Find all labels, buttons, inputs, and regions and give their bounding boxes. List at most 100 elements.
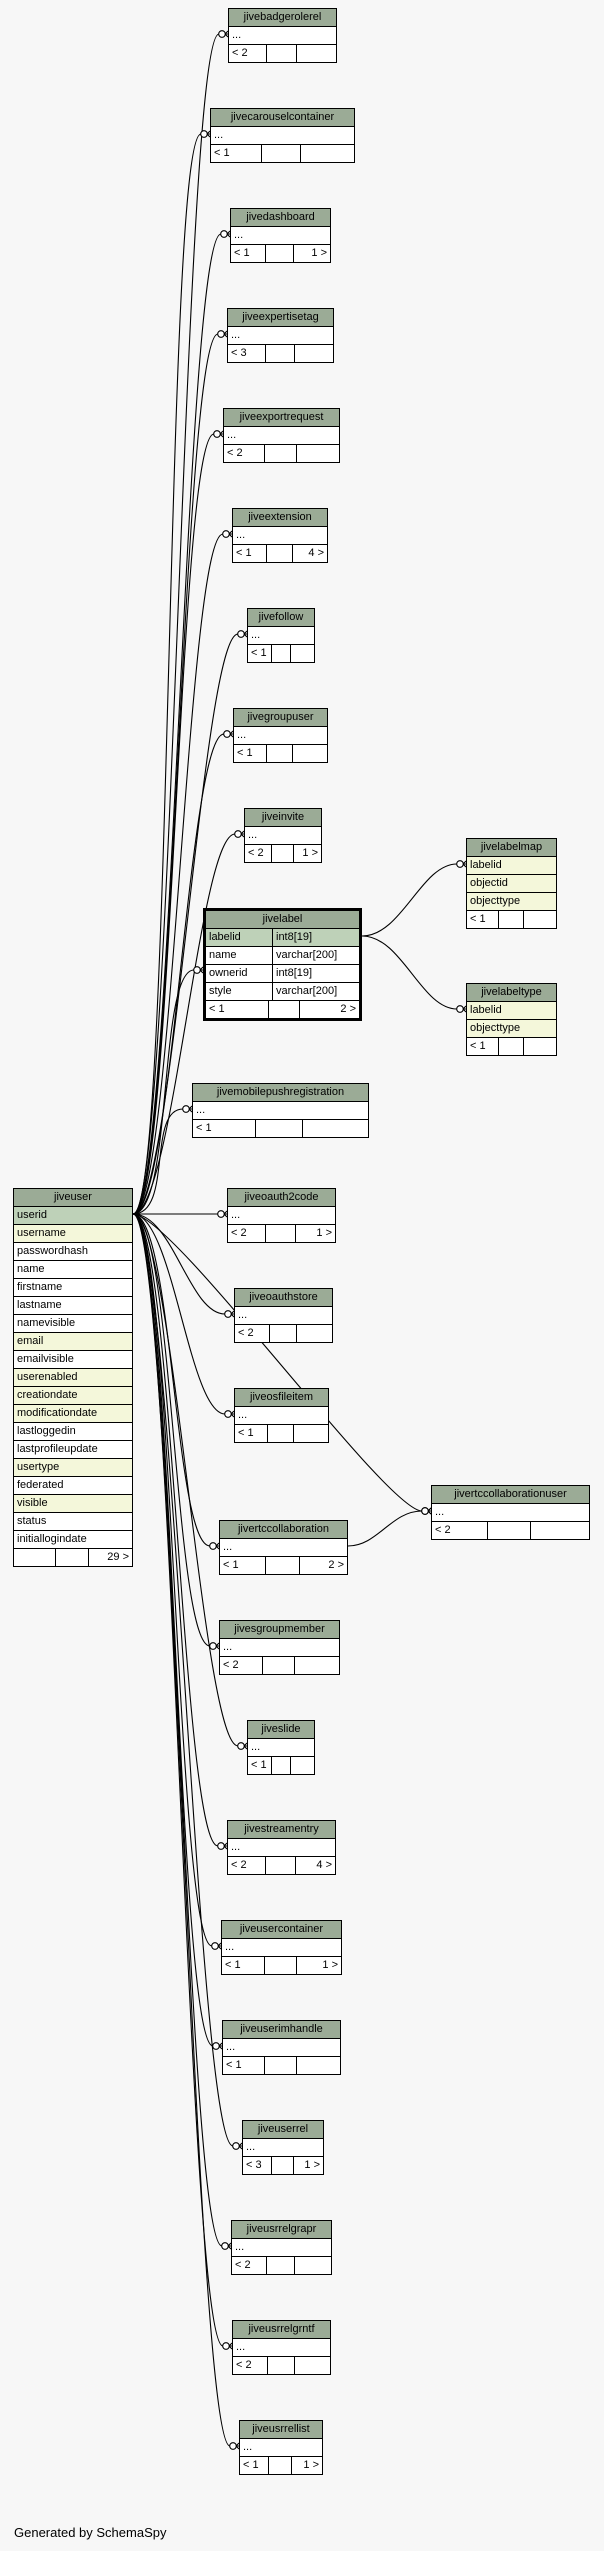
parents-count[interactable]: < 1 <box>467 911 499 928</box>
table-title[interactable]: jivertccollaborationuser <box>432 1486 589 1504</box>
children-count[interactable]: 1 > <box>311 247 327 259</box>
children-count[interactable]: 29 > <box>107 1551 129 1563</box>
table-title[interactable]: jiveusrrelgrntf <box>233 2321 330 2339</box>
children-count[interactable]: 1 > <box>316 1227 333 1239</box>
children-count[interactable] <box>297 1325 332 1342</box>
table-jiveslide[interactable]: jiveslide...< 1 <box>247 1720 315 1775</box>
parents-count[interactable]: < 1 <box>206 1001 269 1018</box>
collapsed-columns[interactable]: ... <box>235 1407 328 1425</box>
table-title[interactable]: jivelabelmap <box>467 839 556 857</box>
table-title[interactable]: jivecarouselcontainer <box>211 109 354 127</box>
children-count[interactable] <box>295 345 333 362</box>
table-title[interactable]: jiveoauth2code <box>228 1189 335 1207</box>
table-jiveoauthstore[interactable]: jiveoauthstore...< 2 <box>234 1288 333 1343</box>
table-jivesgroupmember[interactable]: jivesgroupmember...< 2 <box>219 1620 340 1675</box>
parents-count[interactable]: < 3 <box>243 2157 272 2174</box>
collapsed-columns[interactable]: ... <box>228 327 333 345</box>
table-jiveosfileitem[interactable]: jiveosfileitem...< 1 <box>234 1388 329 1443</box>
collapsed-columns[interactable]: ... <box>245 827 321 845</box>
collapsed-columns[interactable]: ... <box>223 2039 340 2057</box>
table-jivecarouselcontainer[interactable]: jivecarouselcontainer...< 1 <box>210 108 355 163</box>
collapsed-columns[interactable]: ... <box>211 127 354 145</box>
table-title[interactable]: jiveuser <box>14 1189 132 1207</box>
parents-count[interactable]: < 1 <box>235 1425 269 1442</box>
parents-count[interactable] <box>14 1549 57 1566</box>
table-jiveuserimhandle[interactable]: jiveuserimhandle...< 1 <box>222 2020 341 2075</box>
children-count[interactable]: 1 > <box>302 847 318 859</box>
children-count[interactable]: 1 > <box>303 2459 320 2471</box>
collapsed-columns[interactable]: ... <box>248 627 314 645</box>
collapsed-columns[interactable]: ... <box>224 427 339 445</box>
table-jivebadgerolerel[interactable]: jivebadgerolerel...< 2 <box>228 8 337 63</box>
children-count[interactable] <box>295 1657 339 1674</box>
collapsed-columns[interactable]: ... <box>232 2239 331 2257</box>
children-count[interactable] <box>297 445 339 462</box>
table-title[interactable]: jiveusrrelgrapr <box>232 2221 331 2239</box>
parents-count[interactable]: < 1 <box>193 1120 256 1137</box>
table-jiveexportrequest[interactable]: jiveexportrequest...< 2 <box>223 408 340 463</box>
parents-count[interactable]: < 1 <box>220 1557 266 1574</box>
table-title[interactable]: jiveuserrel <box>243 2121 323 2139</box>
children-count[interactable] <box>291 645 314 662</box>
collapsed-columns[interactable]: ... <box>231 227 330 245</box>
parents-count[interactable]: < 1 <box>222 1957 265 1974</box>
collapsed-columns[interactable]: ... <box>233 527 327 545</box>
parents-count[interactable]: < 2 <box>229 45 268 62</box>
collapsed-columns[interactable]: ... <box>432 1504 589 1522</box>
column-row[interactable]: modificationdate <box>14 1405 132 1423</box>
table-title[interactable]: jivelabel <box>206 911 359 929</box>
column-row[interactable]: objecttype <box>467 1020 556 1038</box>
column-row[interactable]: userenabled <box>14 1369 132 1387</box>
collapsed-columns[interactable]: ... <box>220 1539 347 1557</box>
column-row[interactable]: usertype <box>14 1459 132 1477</box>
table-title[interactable]: jiveuserimhandle <box>223 2021 340 2039</box>
collapsed-columns[interactable]: ... <box>248 1739 314 1757</box>
table-jiveusrrelgrapr[interactable]: jiveusrrelgrapr...< 2 <box>231 2220 332 2275</box>
table-title[interactable]: jivegroupuser <box>234 709 327 727</box>
children-count[interactable]: 2 > <box>340 1003 356 1015</box>
column-row[interactable]: creationdate <box>14 1387 132 1405</box>
parents-count[interactable]: < 2 <box>228 1857 267 1874</box>
parents-count[interactable]: < 2 <box>232 2257 268 2274</box>
table-title[interactable]: jiveusrrellist <box>240 2421 322 2439</box>
parents-count[interactable]: < 2 <box>235 1325 270 1342</box>
column-row[interactable]: objecttype <box>467 893 556 911</box>
column-row[interactable]: initiallogindate <box>14 1531 132 1549</box>
collapsed-columns[interactable]: ... <box>193 1102 368 1120</box>
collapsed-columns[interactable]: ... <box>240 2439 322 2457</box>
column-row[interactable]: namevisible <box>14 1315 132 1333</box>
column-row[interactable]: objectid <box>467 875 556 893</box>
column-row[interactable]: username <box>14 1225 132 1243</box>
column-row[interactable]: visible <box>14 1495 132 1513</box>
parents-count[interactable]: < 1 <box>248 1757 272 1774</box>
table-title[interactable]: jivedashboard <box>231 209 330 227</box>
column-row[interactable]: labelid <box>467 1002 556 1020</box>
table-jivefollow[interactable]: jivefollow...< 1 <box>247 608 315 663</box>
collapsed-columns[interactable]: ... <box>243 2139 323 2157</box>
children-count[interactable] <box>294 1425 328 1442</box>
children-count[interactable] <box>291 1757 314 1774</box>
children-count[interactable] <box>301 145 354 162</box>
children-count[interactable] <box>297 2057 340 2074</box>
parents-count[interactable]: < 2 <box>224 445 266 462</box>
collapsed-columns[interactable]: ... <box>228 1839 335 1857</box>
children-count[interactable] <box>293 745 327 762</box>
parents-count[interactable]: < 1 <box>231 245 267 262</box>
column-row[interactable]: lastname <box>14 1297 132 1315</box>
column-row[interactable]: passwordhash <box>14 1243 132 1261</box>
table-jivedashboard[interactable]: jivedashboard...< 1 1 > <box>230 208 331 263</box>
children-count[interactable] <box>524 1038 556 1055</box>
table-title[interactable]: jivesgroupmember <box>220 1621 339 1639</box>
table-title[interactable]: jivelabeltype <box>467 984 556 1002</box>
parents-count[interactable]: < 1 <box>211 145 263 162</box>
